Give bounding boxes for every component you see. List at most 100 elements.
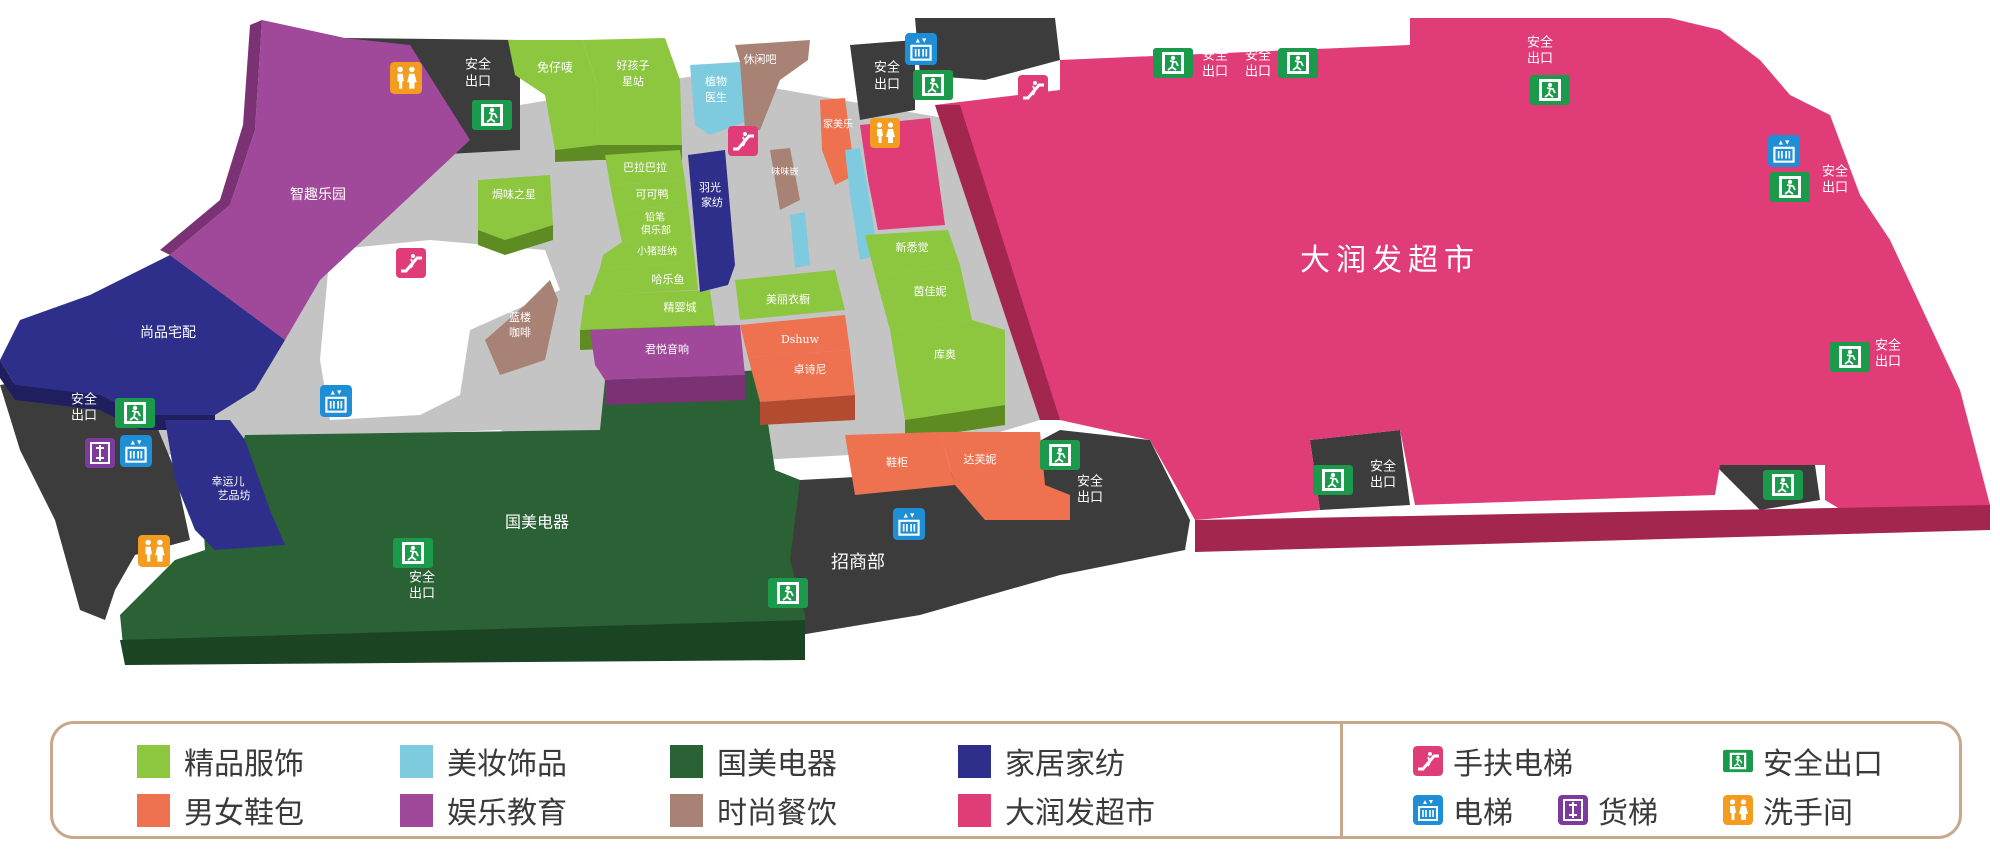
svg-text:安全: 安全 [1527,35,1553,51]
haleyu-label: 哈乐鱼 [652,272,685,286]
zone-xinyuejue[interactable]: 新悉觉 [865,230,960,275]
legend-swatch [670,744,703,778]
haohaizi-label-2: 星站 [622,74,644,88]
emergency-exit-icon[interactable] [115,398,155,428]
dafuni-label: 达芙妮 [964,452,997,466]
rest-bar-label: 休闲吧 [744,52,777,66]
zone-wanwei[interactable]: 焗味之星 [478,175,553,255]
zhuoshini-label: 卓诗尼 [794,362,827,376]
legend-facility-label: 手扶电梯 [1453,747,1573,782]
restroom-icon [1723,795,1753,825]
emergency-exit-icon[interactable] [1040,440,1080,470]
legend-facility-item: 手扶电梯 [1413,741,1573,782]
elevator-icon[interactable] [1768,135,1800,167]
xiaozhu-label: 小猪班纳 [637,245,677,258]
zone-babala[interactable]: 巴拉巴拉 [605,150,685,185]
elevator-icon[interactable] [893,508,925,540]
emergency-exit-icon[interactable] [393,538,433,568]
investment-office-label: 招商部 [831,552,885,573]
zone-junyue[interactable]: 君悦音响 [590,325,745,405]
svg-text:出口: 出口 [409,587,435,602]
zone-haleyu[interactable]: 哈乐鱼 [590,262,698,295]
zone-pencil[interactable]: 铅笔 俱乐部 [615,205,692,242]
weiweiqian-label: 味味嵌 [771,166,798,178]
emergency-exit-icon[interactable] [1763,470,1803,500]
zone-lucky-art[interactable]: 幸运儿 艺品坊 [165,420,285,550]
svg-text:出口: 出口 [1822,181,1848,196]
svg-text:安全: 安全 [1245,48,1271,64]
emergency-exit-icon[interactable] [1278,48,1318,78]
kekeya-label: 可可鸭 [636,188,669,201]
restroom-icon[interactable] [390,62,422,94]
legend-category-item: 娱乐教育 [400,790,567,831]
zone-yinjiani[interactable]: 茵佳妮 [875,265,972,330]
legend-category-label: 男女鞋包 [184,796,304,831]
legend-category-item: 国美电器 [670,741,837,782]
zone-meili[interactable]: 美丽衣橱 [735,270,845,320]
svg-text:出口: 出口 [1370,476,1396,491]
zone-fun-park[interactable]: 智趣乐园 [160,20,470,340]
home-delivery-label: 尚品宅配 [140,325,196,341]
plant-doctor-label-1: 植物 [705,74,727,88]
yinjiani-label: 茵佳妮 [914,284,947,298]
zone-cosmetics-strip[interactable] [790,212,810,268]
zone-weiweiqian[interactable]: 味味嵌 [770,148,800,210]
freight-elevator-icon[interactable] [85,438,115,468]
fun-park-label: 智趣乐园 [290,187,346,203]
zone-gome[interactable]: 国美电器 [120,370,805,665]
supermarket-zone[interactable]: 大润发超市 [935,18,1990,552]
zone-cosmetics-1[interactable] [845,148,868,195]
zone-kekeya[interactable]: 可可鸭 [610,180,688,210]
legend-swatch [670,793,703,827]
legend-facility-label: 货梯 [1598,796,1658,831]
emergency-exit-icon[interactable] [913,70,953,100]
exit-labels: 安全 出口 安全 出口 安全 出口 安全 出口 安全 出口 安全 出口 安全 出… [71,35,1901,602]
zone-kuaimeiqi[interactable]: 家美乐 [820,98,855,185]
zone-dafuni[interactable]: 达芙妮 [940,432,1070,520]
svg-text:安全: 安全 [1370,459,1396,475]
zone-mianzaikou[interactable]: 免仔唛 [508,40,598,162]
legend-category-item: 精品服饰 [137,741,304,782]
emergency-exit-icon[interactable] [1830,342,1870,372]
legend-facility-item: 洗手间 [1723,790,1853,831]
elevator-icon[interactable] [905,33,937,65]
elevator-icon[interactable] [120,435,152,467]
legend-category-item: 美妆饰品 [400,741,567,782]
freight-elevator-icon [1558,795,1588,825]
legend-category-label: 大润发超市 [1005,796,1155,831]
legend-category-item: 家居家纺 [958,741,1125,782]
escalator-icon[interactable] [728,126,758,156]
emergency-exit-icon[interactable] [768,578,808,608]
exit-label: 安全 出口 [1875,338,1901,370]
zone-kuao[interactable]: 库奥 [890,320,1005,440]
zone-xiaozhu[interactable]: 小猪班纳 [600,238,695,268]
restroom-icon[interactable] [870,118,900,148]
zone-shoe-cabinet[interactable]: 鞋柜 [845,432,955,495]
legend-swatch [400,793,433,827]
emergency-exit-icon[interactable] [1770,172,1810,202]
zone-zhuoshini[interactable]: 卓诗尼 [748,350,855,425]
haohaizi-label-1: 好孩子 [617,58,650,72]
svg-text:出口: 出口 [1077,491,1103,506]
elevator-icon [1413,795,1443,825]
zone-yuguang[interactable]: 羽光 家纺 [688,150,735,292]
emergency-exit-icon[interactable] [472,100,512,130]
zone-blue-coffee[interactable]: 蓝楼 咖啡 [485,280,558,375]
escalator-icon[interactable] [396,248,426,278]
restroom-icon[interactable] [138,535,170,567]
svg-text:安全: 安全 [1077,474,1103,490]
exit-label: 安全 出口 [409,570,435,602]
pencil-label-2: 俱乐部 [641,224,671,237]
zone-plant-doctor[interactable]: 植物 医生 [690,62,750,135]
elevator-icon[interactable] [320,385,352,417]
svg-text:出口: 出口 [465,75,491,90]
emergency-exit-icon[interactable] [1313,465,1353,495]
legend-category-item: 男女鞋包 [137,790,304,831]
zone-rest-bar[interactable]: 休闲吧 [735,40,810,130]
svg-text:安全: 安全 [465,57,491,73]
svg-text:出口: 出口 [1202,65,1228,80]
zone-dshuw[interactable]: Dshuw [740,315,850,357]
emergency-exit-icon[interactable] [1153,48,1193,78]
escalator-icon[interactable] [1018,75,1048,105]
emergency-exit-icon[interactable] [1530,75,1570,105]
